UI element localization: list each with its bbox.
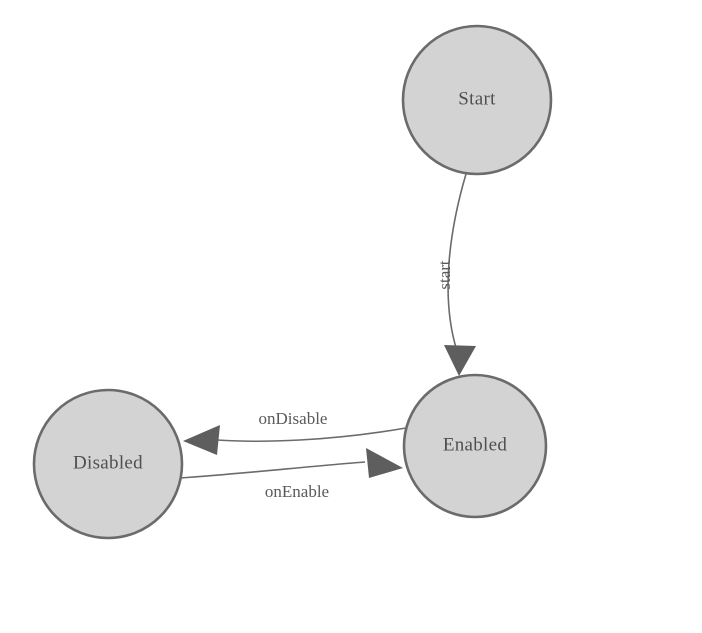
edge-enabled-to-disabled-arrowhead bbox=[183, 425, 220, 455]
edge-start-to-enabled[interactable]: start bbox=[435, 173, 476, 376]
edge-enabled-to-disabled-label: onDisable bbox=[259, 409, 328, 428]
node-disabled-circle bbox=[32, 388, 184, 540]
node-start-label: Start bbox=[458, 88, 496, 109]
node-enabled-circle bbox=[402, 373, 548, 519]
edge-disabled-to-enabled-arrowhead bbox=[366, 448, 403, 478]
edge-disabled-to-enabled-label: onEnable bbox=[265, 482, 329, 501]
node-start-circle bbox=[401, 24, 553, 176]
edge-disabled-to-enabled[interactable]: onEnable bbox=[179, 448, 403, 501]
edge-start-to-enabled-arrowhead bbox=[444, 345, 476, 376]
edge-enabled-to-disabled[interactable]: onDisable bbox=[183, 409, 407, 455]
edge-disabled-to-enabled-path bbox=[179, 461, 366, 479]
edge-start-to-enabled-path bbox=[447, 173, 467, 352]
edge-start-to-enabled-label: start bbox=[435, 260, 454, 290]
node-disabled-label: Disabled bbox=[73, 452, 143, 473]
node-disabled[interactable]: Disabled bbox=[32, 388, 184, 540]
edge-enabled-to-disabled-path bbox=[216, 427, 407, 443]
node-enabled-label: Enabled bbox=[443, 434, 508, 455]
node-enabled[interactable]: Enabled bbox=[402, 373, 548, 519]
node-start[interactable]: Start bbox=[401, 24, 553, 176]
